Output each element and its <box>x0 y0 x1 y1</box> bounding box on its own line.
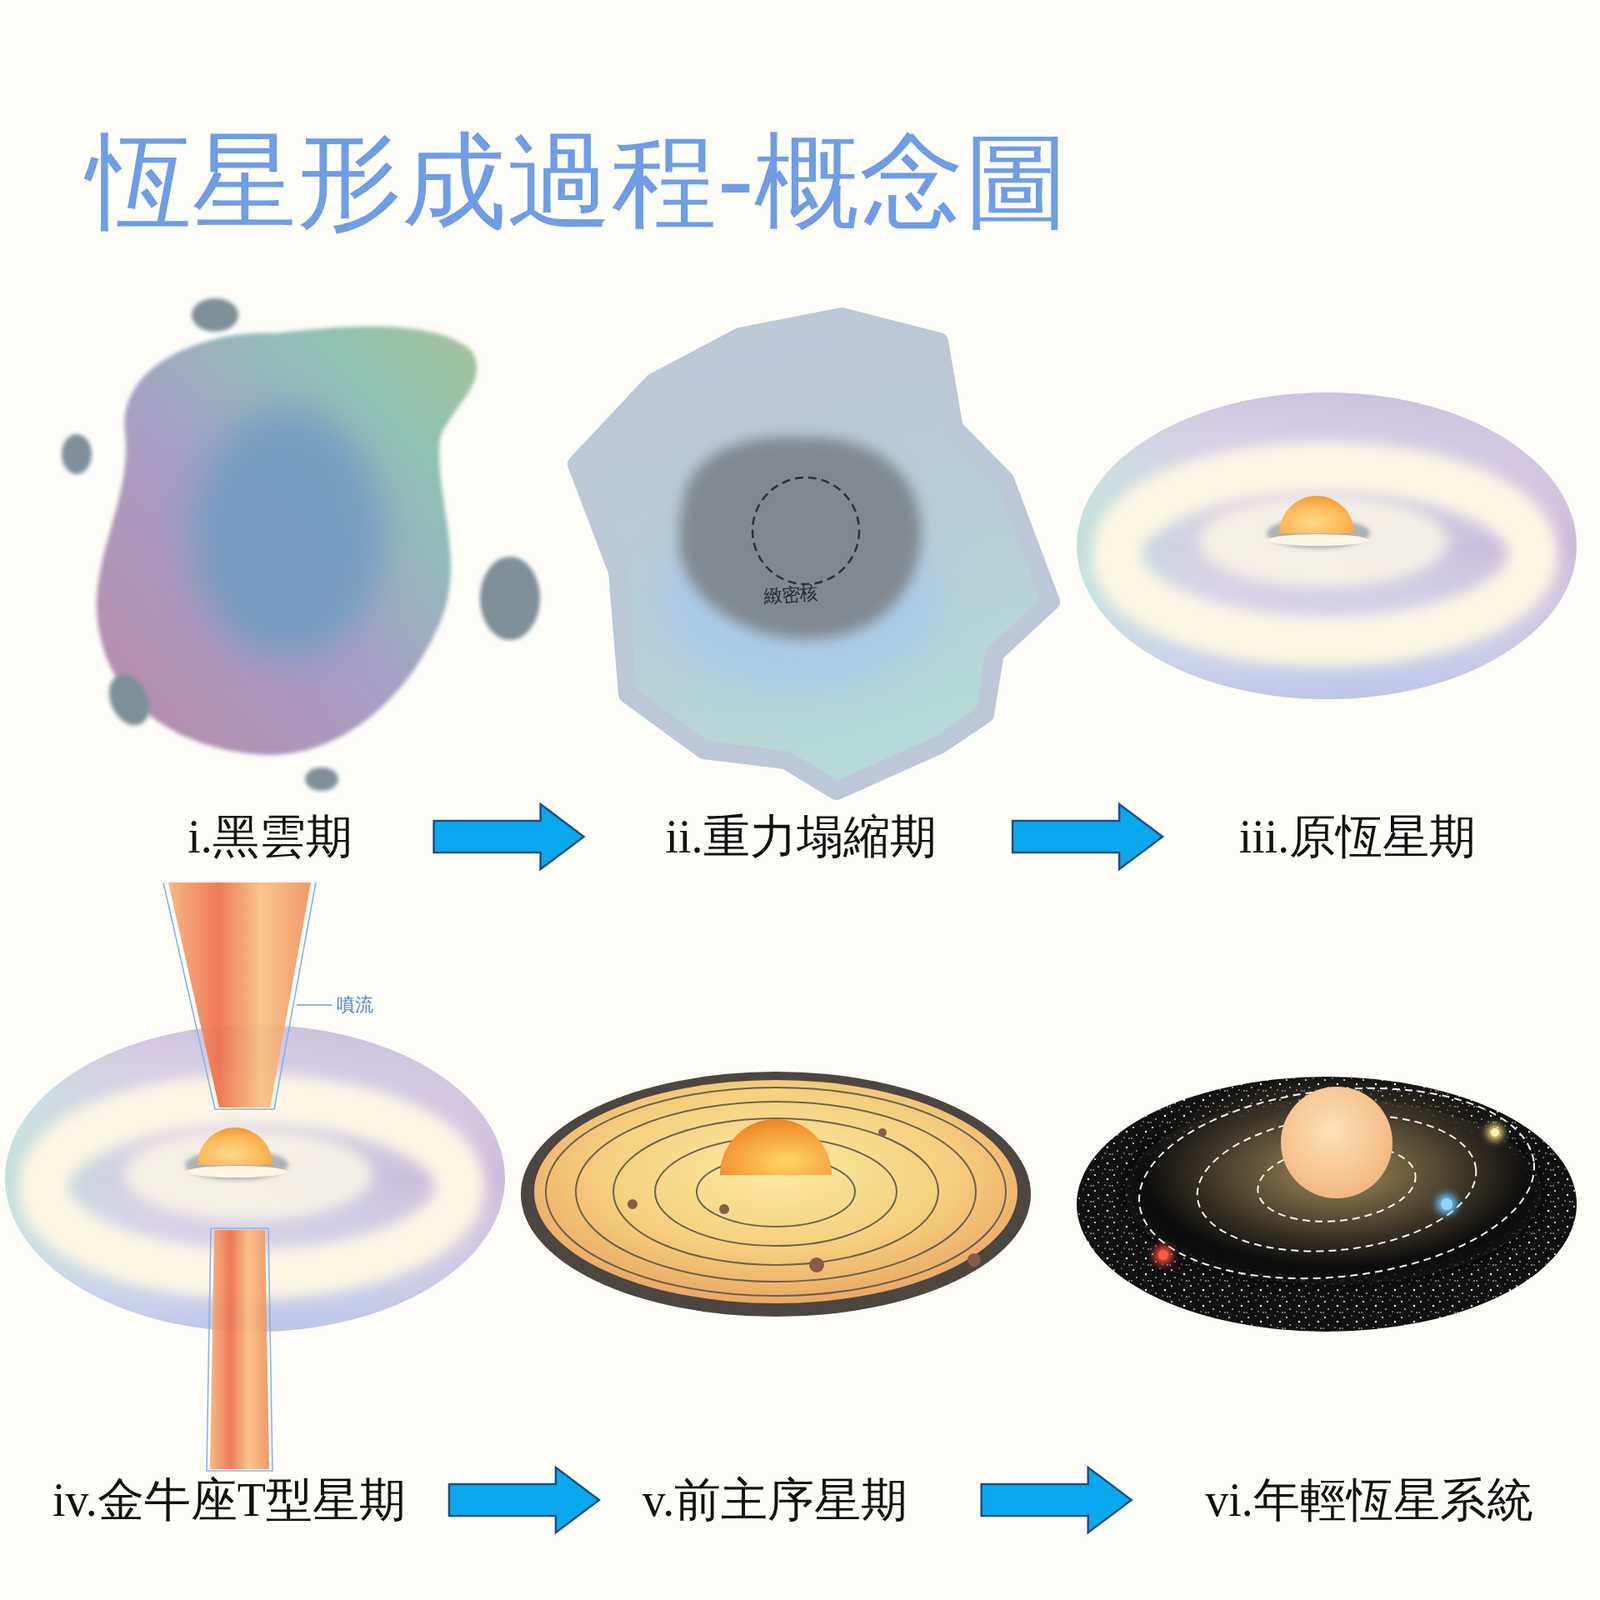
dark-cloud-part <box>305 767 339 791</box>
collapsing-cloud-part <box>752 477 860 585</box>
t-tauri-star-part <box>206 1228 273 1471</box>
pre-main-sequence-disk-part <box>534 1080 1018 1304</box>
dark-cloud-part <box>191 298 239 332</box>
stage-label: iv.金牛座T型星期 <box>47 1470 411 1530</box>
pre-main-sequence-disk-part <box>520 1071 1031 1317</box>
pre-main-sequence-disk-part-part <box>627 1199 638 1210</box>
stage-label: v.前主序星期 <box>637 1470 913 1530</box>
t-tauri-star-part <box>163 882 316 1110</box>
stage-name: iv.金牛座T型星期 <box>52 1473 406 1527</box>
dark-cloud-part <box>61 434 92 475</box>
t-tauri-star-part <box>168 882 311 1108</box>
young-stellar-system-part <box>1158 1250 1169 1260</box>
dark-cloud-part <box>101 668 158 733</box>
pre-main-sequence-disk-part <box>627 1128 981 1273</box>
protostar-disk <box>1076 392 1577 700</box>
stage-label: iii.原恆星期 <box>1234 806 1482 867</box>
t-tauri-star-part <box>186 1165 287 1178</box>
dark-cloud-part <box>191 408 384 659</box>
stage-label: vi.年輕恆星系統 <box>1200 1470 1539 1530</box>
flow-arrow <box>449 1467 600 1533</box>
t-tauri-star-part <box>210 1230 270 1470</box>
protostar-disk-part <box>1076 392 1577 700</box>
young-stellar-system-part <box>1130 1070 1545 1298</box>
young-stellar-system-part-part <box>1130 1070 1545 1298</box>
dark-cloud <box>61 298 540 791</box>
young-stellar-system-part <box>1490 1128 1500 1137</box>
pre-main-sequence-disk-part <box>545 1087 1006 1296</box>
callout-label: 噴流 <box>336 995 374 1015</box>
protostar-disk-part <box>1268 534 1369 546</box>
young-stellar-system-part <box>1436 1194 1457 1215</box>
t-tauri-star-part <box>296 1004 332 1006</box>
pre-main-sequence-disk <box>520 1071 1031 1317</box>
pre-main-sequence-disk-part-part <box>545 1087 1006 1296</box>
young-stellar-system-part <box>1154 1245 1173 1265</box>
pre-main-sequence-disk-part-part <box>613 1118 939 1265</box>
protostar-disk-part <box>1076 392 1577 700</box>
pre-main-sequence-disk-part-part <box>967 1253 981 1267</box>
protostar-disk-part <box>1116 466 1534 642</box>
pre-main-sequence-disk-part-part <box>719 1204 730 1215</box>
stage-label: i.黑雲期 <box>182 806 358 867</box>
region-label: 緻密核 <box>762 583 820 608</box>
pre-main-sequence-disk-part <box>720 1119 832 1175</box>
protostar-disk-part <box>1198 495 1449 588</box>
stage-label: ii.重力塌縮期 <box>660 806 941 867</box>
dark-cloud-part <box>480 556 540 640</box>
stage-name: i.黑雲期 <box>187 810 353 864</box>
stage-name: vi.年輕恆星系統 <box>1205 1473 1534 1527</box>
protostar-disk-part <box>1279 495 1355 534</box>
pre-main-sequence-disk-part-part <box>575 1101 976 1282</box>
flow-arrow <box>1012 804 1163 870</box>
pre-main-sequence-disk-part-part <box>878 1128 887 1137</box>
flow-arrow <box>981 1467 1132 1533</box>
dark-cloud-part <box>96 326 478 755</box>
stage-name: iii.原恆星期 <box>1239 810 1477 864</box>
young-stellar-system-part <box>1486 1124 1504 1141</box>
collapsing-cloud <box>576 316 1051 791</box>
flow-arrow <box>434 804 585 870</box>
t-tauri-star-part <box>197 1127 273 1165</box>
stage-name: ii.重力塌縮期 <box>665 810 936 864</box>
pre-main-sequence-disk-part-part <box>809 1257 825 1273</box>
collapsing-cloud-part <box>679 436 921 639</box>
young-stellar-system <box>1076 1070 1577 1332</box>
t-tauri-star <box>5 882 505 1471</box>
stage-name: v.前主序星期 <box>642 1473 908 1527</box>
diagram-title: 恆星形成過程-概念圖 <box>86 121 1070 243</box>
young-stellar-system-part <box>1280 1086 1393 1199</box>
collapsing-cloud-part <box>576 316 1051 791</box>
young-stellar-system-part <box>1440 1198 1453 1210</box>
